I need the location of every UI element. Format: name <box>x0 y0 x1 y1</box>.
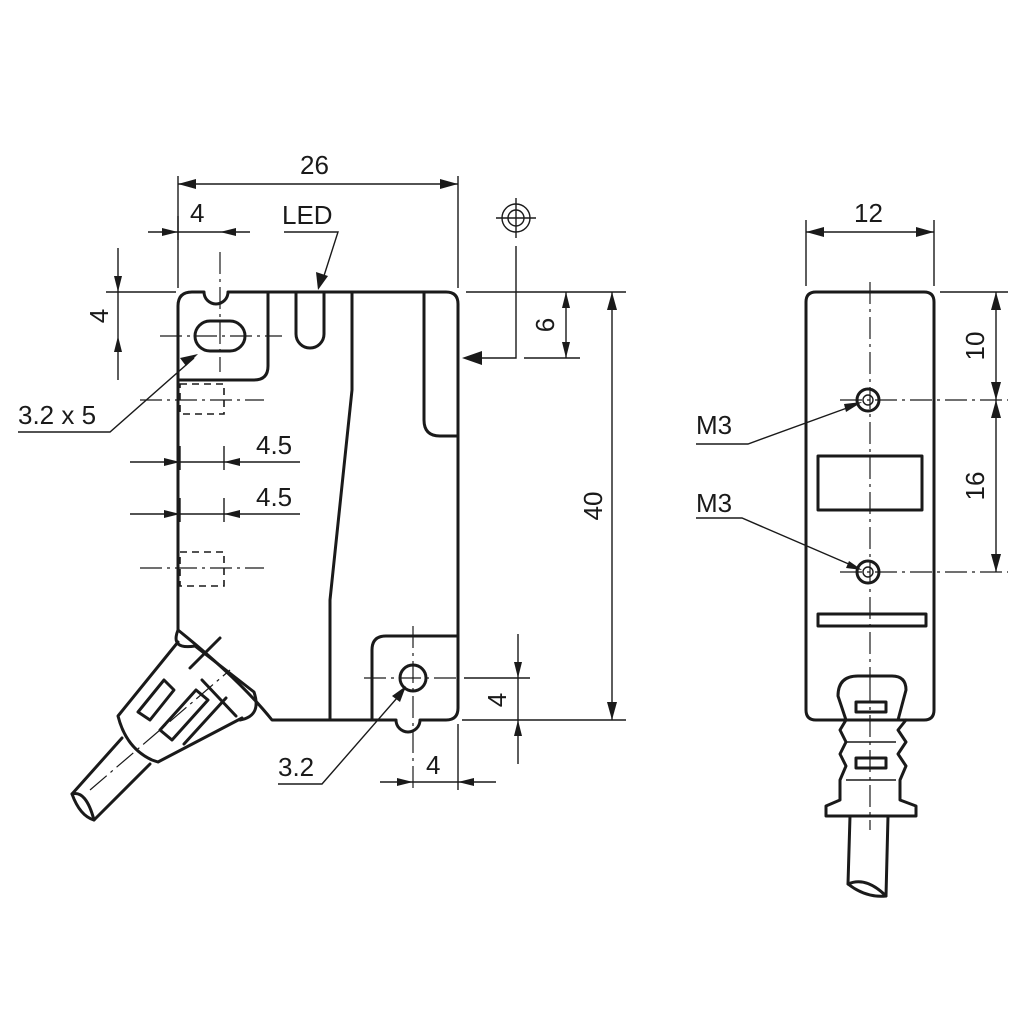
bottom-hole-label: 3.2 <box>278 752 314 782</box>
led-window <box>294 290 326 350</box>
side-indicator-bar <box>816 612 928 628</box>
dim-hole-x-4: 4 <box>190 198 204 228</box>
dim-pitch-upper-4-5: 4.5 <box>256 430 292 460</box>
dim-thread-pitch-16: 16 <box>960 472 990 501</box>
hidden-pin-upper <box>179 383 225 415</box>
side-cable-gland <box>824 674 918 898</box>
dim-width-26: 26 <box>300 150 329 180</box>
dim-side-width-12: 12 <box>854 198 883 228</box>
lens-recess <box>422 290 460 438</box>
dim-pitch-lower-4-5: 4.5 <box>256 482 292 512</box>
top-mounting-pad <box>176 290 270 382</box>
dim-bottom-hole-x-4: 4 <box>426 750 440 780</box>
side-window <box>816 454 924 512</box>
side-housing-outline <box>804 290 936 722</box>
dim-lens-6: 6 <box>530 318 560 332</box>
dim-top-to-thread-10: 10 <box>960 332 990 361</box>
concentric-circles-icon <box>496 198 536 238</box>
front-view: 26 4 LED 4 3.2 x 5 4.5 4.5 <box>18 150 626 822</box>
bottom-mounting-pad <box>370 634 460 722</box>
side-view: 12 10 16 M3 M3 <box>696 198 1008 898</box>
dim-bottom-hole-y-4: 4 <box>482 693 512 707</box>
thread-label-lower: M3 <box>696 488 732 518</box>
dim-height-40: 40 <box>578 492 608 521</box>
dim-hole-y-4: 4 <box>84 309 114 323</box>
cable-gland <box>70 628 258 822</box>
led-label: LED <box>282 200 333 230</box>
housing-divider <box>328 290 354 722</box>
slot-size-label: 3.2 x 5 <box>18 400 96 430</box>
front-housing-outline <box>176 290 460 734</box>
thread-label-upper: M3 <box>696 410 732 440</box>
hidden-pin-lower <box>179 551 225 587</box>
